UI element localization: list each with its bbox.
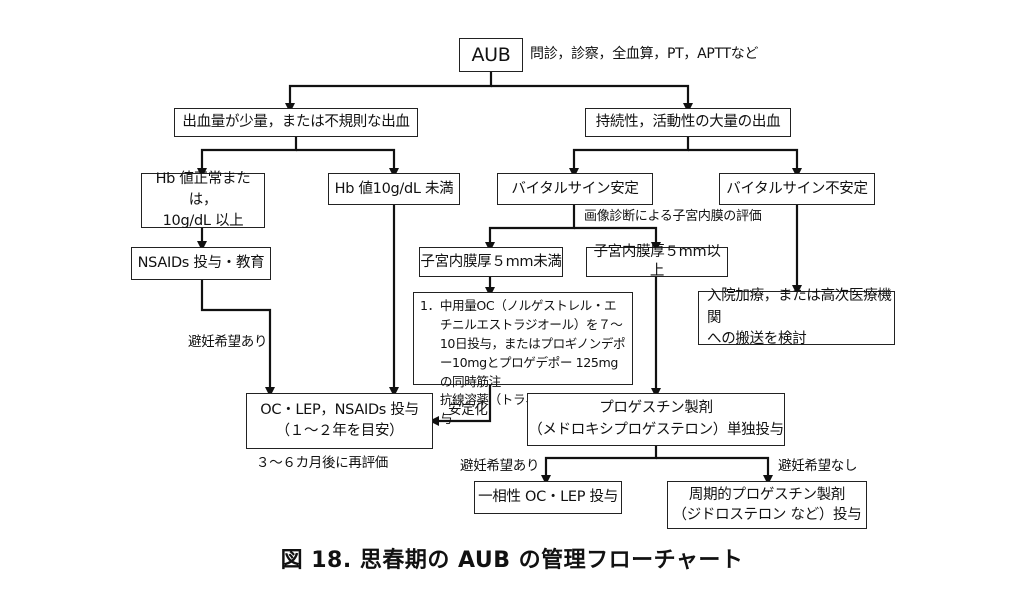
node-hospitalize: 入院加療，または高次医療機関 への搬送を検討 bbox=[698, 288, 895, 347]
edge-progestin-split bbox=[541, 446, 658, 485]
label-wish-contraception-no: 避妊希望なし bbox=[778, 458, 858, 474]
edge-light-split bbox=[197, 137, 298, 178]
node-cyclic-progestin: 周期的プロゲスチン製剤 （ジドロステロン など）投与 bbox=[667, 481, 867, 529]
edge-stable-split bbox=[485, 205, 576, 252]
node-vital-unstable: バイタルサイン不安定 bbox=[719, 173, 875, 205]
node-nsaids-edu: NSAIDs 投与・教育 bbox=[131, 247, 271, 280]
label-reevaluate: ３～６カ月後に再評価 bbox=[256, 455, 388, 471]
node-light-irregular: 出血量が少量，または不規則な出血 bbox=[174, 108, 418, 137]
treatment-step: 1． 中用量OC（ノルゲストレル・エチニルエストラジオール）を７～10日投与，ま… bbox=[420, 298, 626, 389]
figure-caption: 図 18. 思春期の AUB の管理フローチャート bbox=[280, 548, 744, 573]
node-hb-normal: Hb 値正常または， 10g/dL 以上 bbox=[141, 171, 265, 229]
node-monophasic-oc-lep: 一相性 OC・LEP 投与 bbox=[474, 481, 622, 514]
edge-treat-oclep bbox=[429, 385, 492, 426]
edge-aub-right bbox=[491, 84, 693, 113]
node-endo-thick: 子宮内膜厚５mm以上 bbox=[586, 244, 728, 279]
node-aub-label: AUB bbox=[471, 43, 511, 66]
edge-progestin-right bbox=[656, 456, 773, 485]
node-endo-thin: 子宮内膜厚５mm未満 bbox=[419, 247, 563, 277]
edge-heavy-split bbox=[569, 137, 690, 178]
node-aub: AUB bbox=[459, 38, 523, 72]
label-wish-contraception-left: 避妊希望あり bbox=[188, 334, 268, 350]
label-wish-contraception-yes: 避妊希望あり bbox=[460, 458, 540, 474]
label-stabilized: 安定化 bbox=[448, 402, 488, 418]
aub-note: 問診，診察，全血算，PT，APTTなど bbox=[530, 46, 759, 62]
edge-nsaids-oclep bbox=[200, 280, 275, 397]
node-persistent-heavy: 持続性，活動性の大量の出血 bbox=[585, 108, 791, 137]
node-progestin: プロゲスチン製剤 （メドロキシプロゲステロン）単独投与 bbox=[527, 393, 785, 446]
node-treatment-list: 1． 中用量OC（ノルゲストレル・エチニルエストラジオール）を７～10日投与，ま… bbox=[413, 292, 633, 426]
edge-light-right bbox=[296, 148, 399, 178]
node-oc-lep: OC・LEP，NSAIDs 投与 （１～２年を目安） bbox=[246, 393, 433, 449]
node-hb-low: Hb 値10g/dL 未満 bbox=[328, 173, 460, 205]
edge-stable-right bbox=[574, 226, 661, 252]
node-vital-stable: バイタルサイン安定 bbox=[497, 173, 653, 205]
edge-aub-branch bbox=[285, 72, 493, 113]
imaging-note: 画像診断による子宮内膜の評価 bbox=[584, 209, 762, 224]
edge-heavy-right bbox=[688, 148, 802, 178]
